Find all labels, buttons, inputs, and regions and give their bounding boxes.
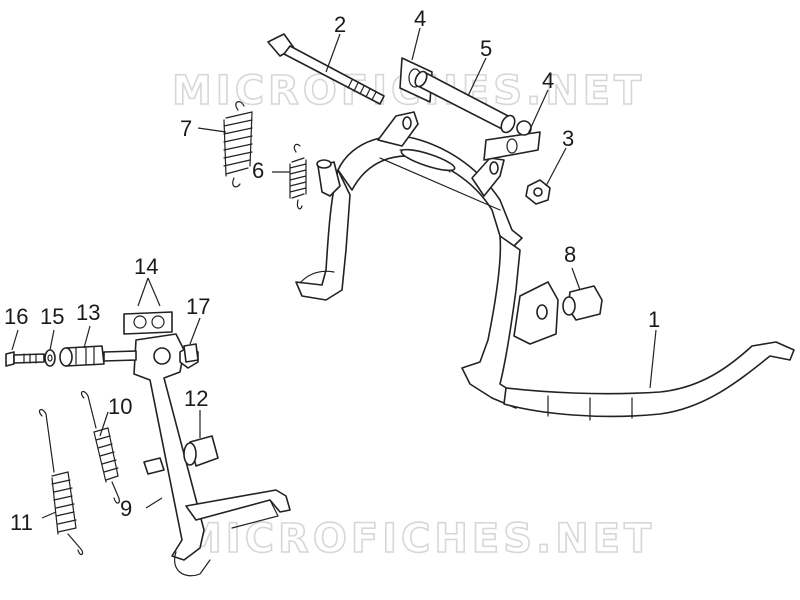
callout-3: 3 — [562, 126, 574, 151]
callout-10: 10 — [108, 394, 132, 419]
callout-1: 1 — [648, 307, 660, 332]
part-15-washer — [44, 349, 56, 367]
part-13-pivot-bolt — [59, 345, 137, 367]
callout-7: 7 — [180, 116, 192, 141]
callout-15: 15 — [40, 304, 64, 329]
part-7-spring — [223, 101, 253, 188]
part-8-buffer — [562, 285, 603, 321]
callout-16: 16 — [4, 304, 28, 329]
callout-2: 2 — [334, 12, 346, 37]
callout-17: 17 — [186, 294, 210, 319]
part-6-spring — [289, 143, 341, 210]
part-14-shims — [123, 311, 173, 335]
callout-9: 9 — [120, 496, 132, 521]
callout-13: 13 — [76, 300, 100, 325]
callout-5: 5 — [480, 36, 492, 61]
part-5-pin — [414, 70, 532, 136]
leader-lines — [11, 27, 657, 519]
part-10-spring — [80, 390, 120, 504]
part-2-bolt — [267, 33, 385, 105]
callout-4-right: 4 — [542, 68, 554, 93]
part-17-nut — [179, 343, 199, 369]
callout-11: 11 — [10, 510, 33, 535]
callout-12: 12 — [184, 386, 208, 411]
part-3-nut — [525, 179, 551, 205]
callout-6: 6 — [252, 158, 264, 183]
part-4-washer-right — [483, 131, 541, 161]
part-12-bush — [143, 435, 219, 475]
part-11-spring — [38, 408, 84, 556]
callout-4-top: 4 — [414, 6, 426, 31]
callout-14: 14 — [134, 254, 158, 279]
part-1-center-stand — [295, 111, 795, 421]
callout-8: 8 — [564, 242, 576, 267]
part-16-screw — [5, 351, 45, 367]
watermark-bottom: MICROFICHES.NET — [182, 516, 655, 562]
